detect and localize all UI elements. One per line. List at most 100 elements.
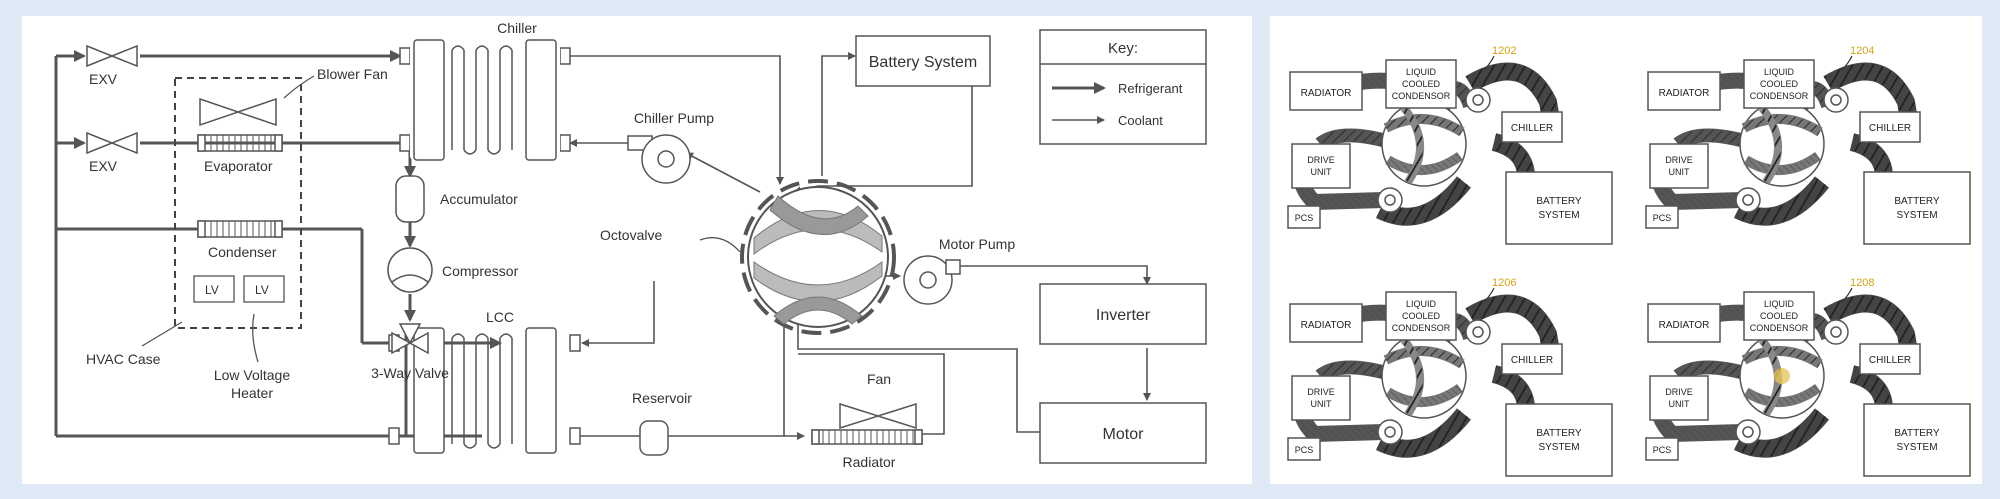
lcc-label: LCC — [486, 309, 514, 325]
chiller-label: CHILLER — [1869, 123, 1911, 134]
ref-leader — [1483, 287, 1495, 303]
octovalve-label: Octovalve — [600, 227, 662, 243]
blower-fan-label: Blower Fan — [317, 66, 388, 82]
hvac-case-leader — [141, 321, 183, 347]
motor-label: Motor — [1103, 426, 1145, 443]
accumulator-label: Accumulator — [440, 191, 518, 207]
legend-title: Key: — [1108, 40, 1138, 57]
pcs-label: PCS — [1653, 445, 1672, 455]
exv-top-label: EXV — [89, 71, 118, 87]
chiller-label: CHILLER — [1511, 123, 1553, 134]
fan-label: Fan — [867, 371, 891, 387]
radiator — [811, 429, 923, 445]
chiller-exchanger — [399, 39, 571, 161]
battery-system-label: Battery System — [869, 54, 977, 71]
inverter-label: Inverter — [1096, 307, 1151, 324]
radiator-fan — [839, 402, 917, 430]
reservoir-label: Reservoir — [632, 390, 692, 406]
drive-unit-label-1: DRIVE — [1307, 155, 1335, 165]
battery-system-label-1: BATTERY — [1536, 196, 1582, 207]
low-voltage-heater-label-1: Low Voltage — [214, 367, 290, 383]
octovalve-modes: RADIATOR LIQUID COOLED CONDENSOR CHILLER… — [1270, 45, 1982, 484]
drive-unit-label-1: DRIVE — [1307, 387, 1335, 397]
ref-number-1208: 1208 — [1850, 277, 1874, 289]
mode-panel-1204: RADIATOR LIQUID COOLED CONDENSOR CHILLER… — [1646, 45, 1970, 244]
drive-unit-label-2: UNIT — [1311, 167, 1332, 177]
compressor — [387, 247, 433, 293]
legend-refrigerant: Refrigerant — [1118, 81, 1183, 96]
mode-panel-1202: RADIATOR LIQUID COOLED CONDENSOR CHILLER… — [1288, 45, 1612, 244]
drive-unit-label-1: DRIVE — [1665, 387, 1693, 397]
battery-system-label-1: BATTERY — [1894, 428, 1940, 439]
mode-panel-1208: RADIATOR LIQUID COOLED CONDENSOR CHILLER… — [1646, 277, 1970, 476]
lv-right-label: LV — [255, 283, 269, 297]
highlight-spot — [1774, 368, 1790, 384]
lcc-label-3: CONDENSOR — [1750, 91, 1809, 101]
legend-coolant: Coolant — [1118, 113, 1163, 128]
chiller-pump — [627, 134, 691, 184]
ref-leader — [1841, 287, 1853, 303]
lcc-label-3: CONDENSOR — [1392, 91, 1451, 101]
lcc-label-1: LIQUID — [1764, 299, 1795, 309]
legend: Key: Refrigerant Coolant — [1039, 29, 1207, 145]
three-way-valve-label: 3-Way Valve — [371, 365, 449, 381]
lcc-label-1: LIQUID — [1406, 299, 1437, 309]
radiator-label: RADIATOR — [1659, 88, 1710, 99]
hvac-case-box — [174, 77, 302, 329]
battery-system-label-2: SYSTEM — [1896, 442, 1937, 453]
battery-system-label-1: BATTERY — [1894, 196, 1940, 207]
lv-heater-leader — [252, 313, 259, 363]
evaporator — [197, 134, 283, 152]
radiator-label: RADIATOR — [1659, 320, 1710, 331]
battery-system-label-2: SYSTEM — [1896, 210, 1937, 221]
lcc-label-1: LIQUID — [1764, 67, 1795, 77]
lcc-label-1: LIQUID — [1406, 67, 1437, 77]
compressor-label: Compressor — [442, 263, 519, 279]
lcc-label-2: COOLED — [1402, 311, 1441, 321]
ref-number-1202: 1202 — [1492, 45, 1516, 57]
exv-mid-label: EXV — [89, 158, 118, 174]
low-voltage-heater-label-2: Heater — [231, 385, 273, 401]
accumulator-tank — [395, 175, 425, 223]
lcc-label-3: CONDENSOR — [1392, 323, 1451, 333]
condenser-label: Condenser — [208, 244, 277, 260]
exv-top-valve — [86, 44, 138, 68]
lcc-label-3: CONDENSOR — [1750, 323, 1809, 333]
ref-number-1206: 1206 — [1492, 277, 1516, 289]
drive-unit-label-1: DRIVE — [1665, 155, 1693, 165]
reservoir-tank — [639, 420, 669, 456]
radiator-label: RADIATOR — [1301, 88, 1352, 99]
radiator-label: RADIATOR — [1301, 320, 1352, 331]
chiller-label: Chiller — [497, 20, 537, 36]
hvac-schematic: EXV EXV Blower Fan Evaporator Condenser … — [54, 20, 1207, 470]
lcc-label-2: COOLED — [1760, 79, 1799, 89]
ref-leader — [1841, 55, 1853, 71]
octovalve-leader — [699, 237, 741, 253]
lcc-label-2: COOLED — [1760, 311, 1799, 321]
ref-number-1204: 1204 — [1850, 45, 1874, 57]
battery-system-box — [855, 35, 991, 87]
drive-unit-label-2: UNIT — [1669, 167, 1690, 177]
motor-pump-label: Motor Pump — [939, 236, 1015, 252]
chiller-label: CHILLER — [1511, 355, 1553, 366]
octovalve — [740, 179, 896, 335]
lv-right-box — [243, 275, 285, 303]
lcc-exchanger — [388, 327, 581, 454]
battery-system-label-2: SYSTEM — [1538, 210, 1579, 221]
condenser — [197, 220, 283, 238]
lv-left-box — [193, 275, 235, 303]
ref-leader — [1483, 55, 1495, 71]
pcs-label: PCS — [1295, 213, 1314, 223]
hvac-schematic-panel: EXV EXV Blower Fan Evaporator Condenser … — [22, 16, 1252, 484]
radiator-label: Radiator — [843, 454, 896, 470]
battery-system-label-2: SYSTEM — [1538, 442, 1579, 453]
drive-unit-label-2: UNIT — [1669, 399, 1690, 409]
three-way-valve — [391, 323, 429, 355]
drive-unit-label-2: UNIT — [1311, 399, 1332, 409]
hvac-case-label: HVAC Case — [86, 351, 161, 367]
inverter-box — [1039, 283, 1207, 345]
octovalve-mode-panel: RADIATOR LIQUID COOLED CONDENSOR CHILLER… — [1270, 16, 1982, 484]
evaporator-label: Evaporator — [204, 158, 273, 174]
motor-box — [1039, 402, 1207, 464]
pcs-label: PCS — [1295, 445, 1314, 455]
